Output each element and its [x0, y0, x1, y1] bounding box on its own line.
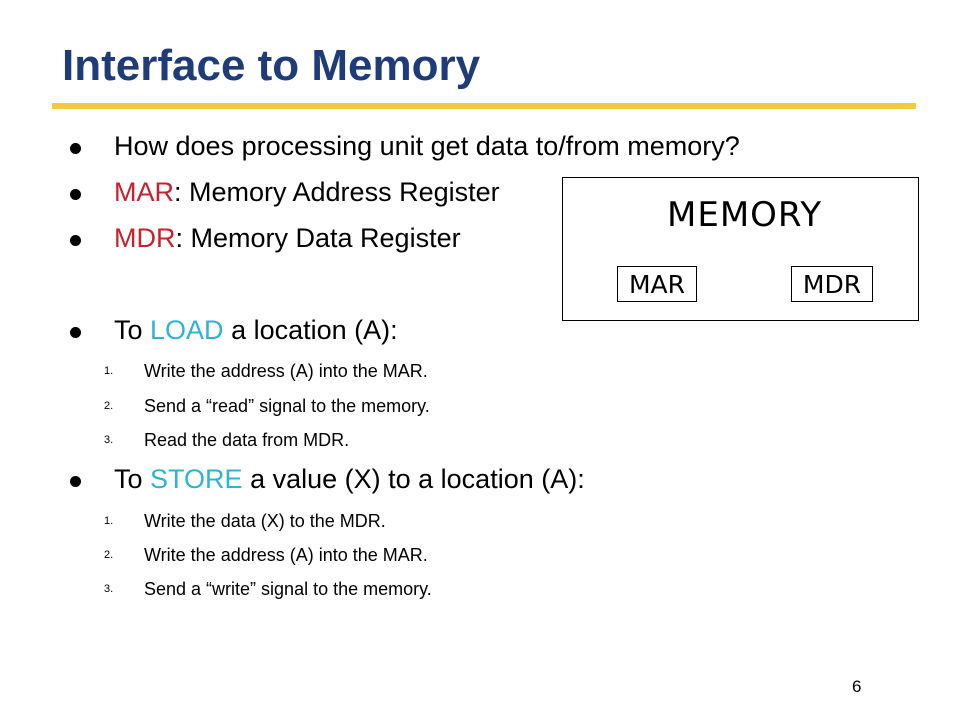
mar-term: MAR: [114, 177, 174, 207]
memory-diagram: MEMORY MAR MDR: [562, 177, 919, 321]
step-number: 1.: [104, 515, 114, 527]
step-number: 2.: [104, 549, 114, 561]
page-number: 6: [852, 677, 862, 696]
mar-definition: : Memory Address Register: [174, 177, 500, 207]
step-text: Send a “write” signal to the memory.: [144, 579, 432, 599]
mdr-definition: : Memory Data Register: [175, 223, 461, 253]
bullet-text: To STORE a value (X) to a location (A):: [114, 466, 585, 493]
step-number: 2.: [104, 400, 114, 412]
step-number: 1.: [104, 365, 114, 377]
load-prefix: To: [114, 315, 151, 345]
step-text: Send a “read” signal to the memory.: [144, 396, 430, 416]
memory-label: MEMORY: [667, 195, 823, 235]
title-underline: [52, 103, 916, 109]
bullet-dot-icon: [70, 142, 81, 154]
step-text: Write the address (A) into the MAR.: [144, 545, 428, 565]
store-term: STORE: [150, 464, 243, 494]
mar-register-box: MAR: [617, 266, 697, 302]
bullet-dot-icon: [70, 475, 81, 487]
step-number: 3.: [104, 434, 114, 446]
store-prefix: To: [114, 464, 151, 494]
store-rest: a value (X) to a location (A):: [242, 464, 585, 494]
bullet-dot-icon: [70, 188, 81, 200]
load-rest: a location (A):: [223, 315, 398, 345]
step-text: Read the data from MDR.: [144, 430, 350, 450]
step-text: Write the data (X) to the MDR.: [144, 511, 386, 531]
bullet-dot-icon: [70, 326, 81, 338]
bullet-dot-icon: [70, 234, 81, 246]
slide-title: Interface to Memory: [62, 41, 481, 90]
bullet-text: MDR: Memory Data Register: [114, 225, 461, 252]
load-term: LOAD: [150, 315, 224, 345]
step-text: Write the address (A) into the MAR.: [144, 361, 428, 381]
bullet-text: MAR: Memory Address Register: [114, 179, 500, 206]
mdr-register-box: MDR: [791, 266, 873, 302]
bullet-text: How does processing unit get data to/fro…: [114, 131, 740, 161]
mdr-term: MDR: [114, 223, 176, 253]
bullet-text: To LOAD a location (A):: [114, 317, 398, 344]
step-number: 3.: [104, 583, 114, 595]
